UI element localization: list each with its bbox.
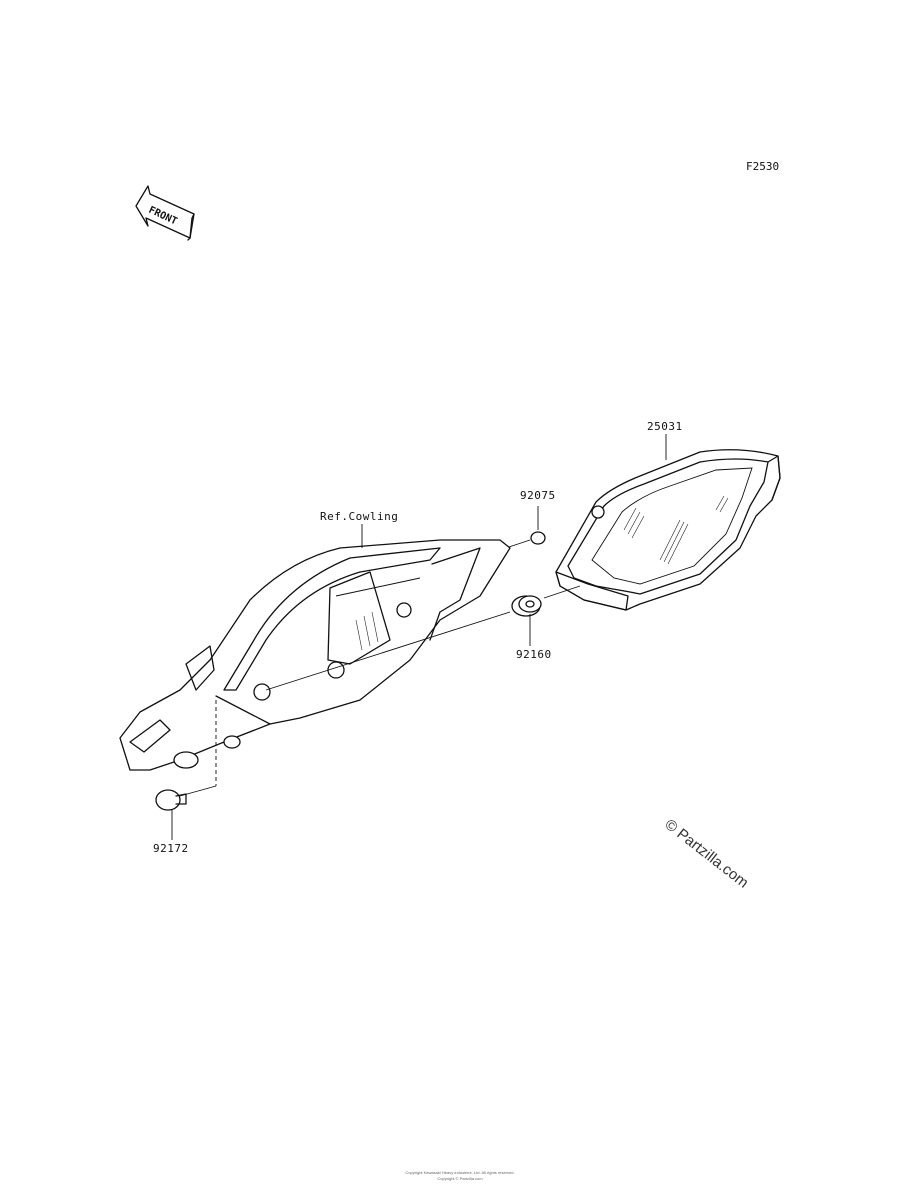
meter-assembly xyxy=(555,434,781,611)
part-number-92172: 92172 xyxy=(153,842,189,855)
front-arrow-icon: FRONT xyxy=(135,185,195,241)
figure-code: F2530 xyxy=(746,160,780,173)
assembly-lines xyxy=(179,577,511,797)
part-number-25031: 25031 xyxy=(647,420,683,433)
reference-label-cowling: Ref.Cowling xyxy=(320,510,399,523)
washer-part xyxy=(155,789,187,840)
part-number-92075: 92075 xyxy=(520,489,556,502)
bolt-part xyxy=(499,506,546,551)
grommet-part xyxy=(511,585,581,646)
cowling-bracket xyxy=(119,524,511,771)
copyright-line-2: Copyright © Partzilla.com xyxy=(437,1176,483,1181)
part-number-92160: 92160 xyxy=(516,648,552,661)
copyright-line-1: Copyright Kawasaki Heavy Industries, Ltd… xyxy=(405,1170,515,1175)
